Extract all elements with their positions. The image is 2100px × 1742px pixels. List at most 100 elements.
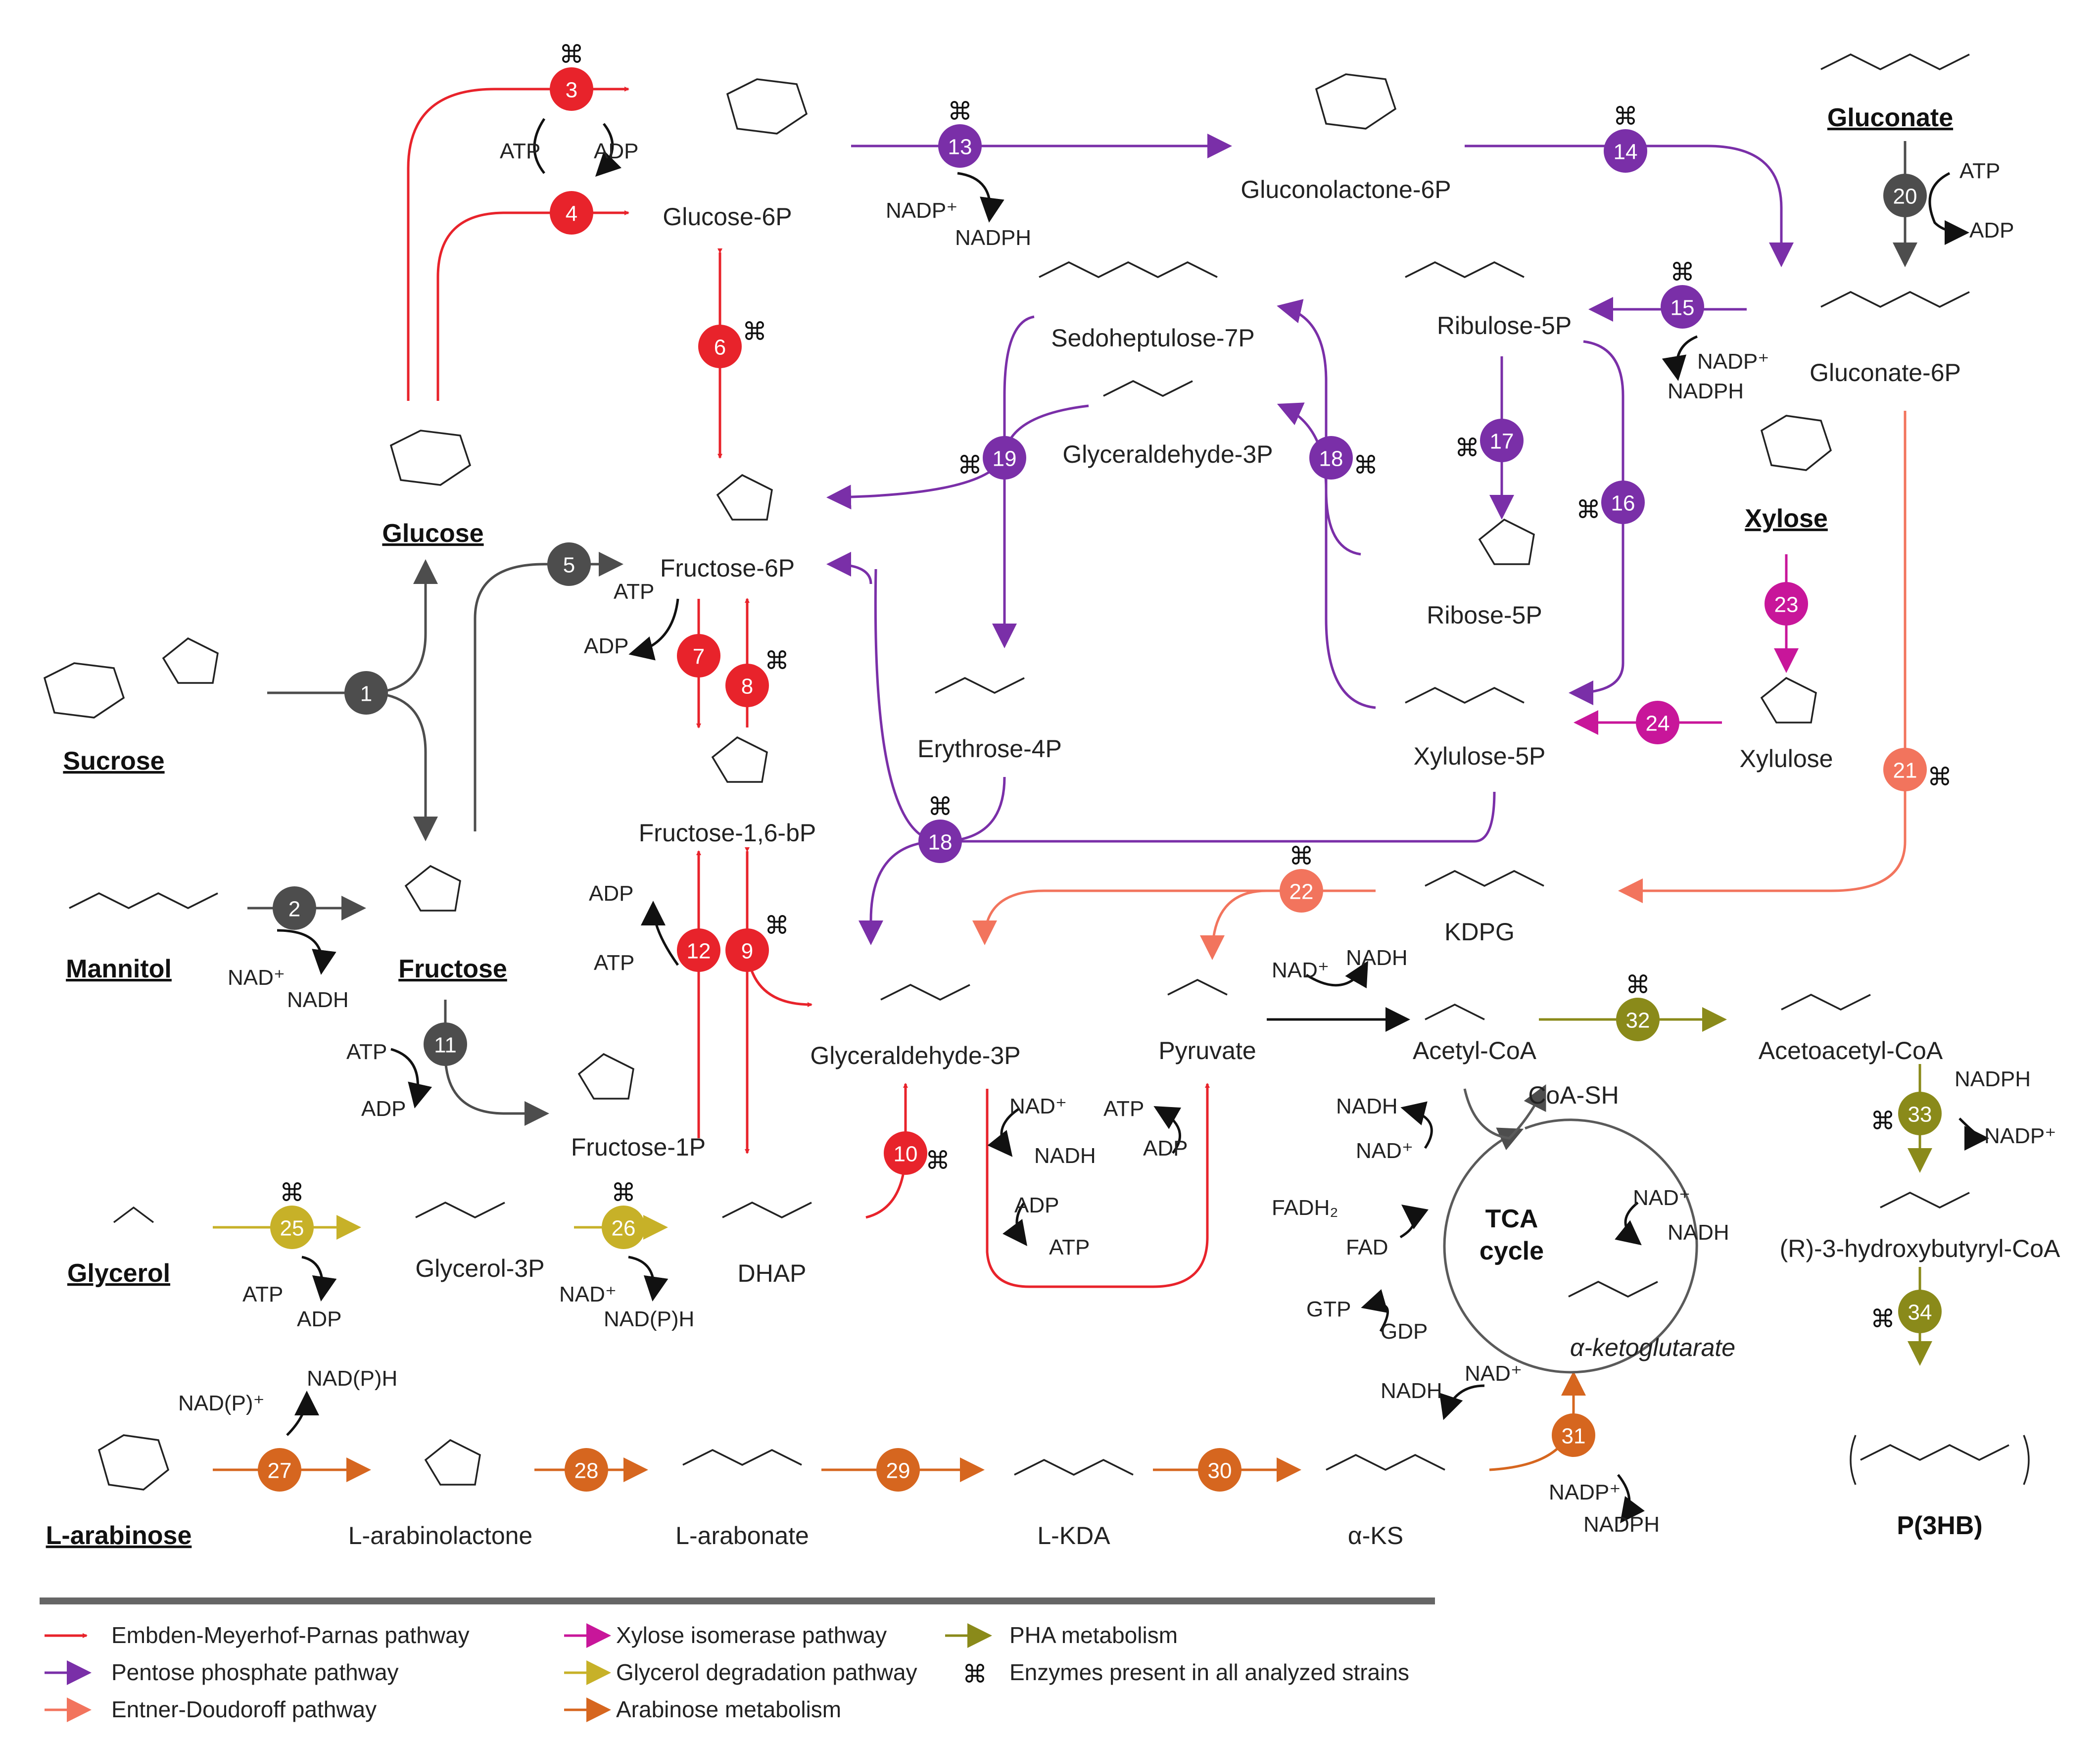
curl-tca-nad2 [1615, 1202, 1642, 1246]
pyruvate-chain [1167, 979, 1228, 996]
enzyme-number-16: 16 [1611, 491, 1635, 516]
cofactor-atp-3: ATP [500, 139, 540, 163]
enzyme-circle-33 [1898, 1092, 1942, 1135]
conserved-enzyme-symbol: ⌘ [742, 318, 767, 345]
enzyme-circle-7 [677, 634, 720, 677]
legend-label-ed: Entner-Doudoroff pathway [111, 1696, 377, 1722]
legend-item-ppp: Pentose phosphate pathway [45, 1659, 399, 1685]
enzyme-circle-19 [983, 436, 1026, 480]
enzyme-22: 22 ⌘ [1280, 842, 1323, 913]
metabolite-alpha-ks: α-KS [1348, 1522, 1403, 1549]
enzyme-number-2: 2 [288, 897, 300, 921]
p3hb-chain [1860, 1444, 2009, 1461]
legend-label-xylose: Xylose isomerase pathway [616, 1622, 887, 1648]
curl-15 [1662, 335, 1698, 381]
cofactor-nadp-33: NADP⁺ [1984, 1124, 2056, 1148]
s7p-chain [1039, 261, 1218, 278]
enzyme-25: 25⌘ [270, 1179, 314, 1249]
curl-atp-adp [533, 118, 613, 173]
lkda-chain [1014, 1459, 1134, 1476]
enzyme-19: 19⌘ [957, 436, 1026, 480]
cofactor-nadph-26: NAD(P)H [604, 1307, 694, 1331]
curl-tca-gtp [1361, 1289, 1389, 1332]
enzyme-number-33: 33 [1908, 1103, 1932, 1127]
cofactor-atp-11: ATP [346, 1040, 387, 1064]
enzyme-circle-13 [938, 124, 982, 168]
enzyme-23: 23 [1765, 582, 1808, 626]
enzyme-5: 5 [547, 542, 591, 586]
conserved-enzyme-symbol: ⌘ [1353, 451, 1378, 479]
cofactor-nad-gap: NAD⁺ [1009, 1094, 1067, 1118]
arrow-to-fructose [366, 691, 438, 841]
enzyme-circle-18 [918, 820, 962, 863]
cofactor-nadph-15: NADPH [1668, 379, 1744, 403]
cofactor-adp-20: ADP [1969, 218, 2014, 242]
conserved-enzyme-symbol: ⌘ [280, 1179, 304, 1207]
enzyme-circle-10 [884, 1131, 927, 1175]
curl-nad-pyr [1305, 961, 1368, 989]
legend: Embden-Meyerhof-Parnas pathway Pentose p… [40, 1597, 1435, 1722]
cofactor-fadh2: FADH₂ [1272, 1196, 1338, 1220]
enzyme-number-11: 11 [434, 1033, 457, 1058]
cofactor-nadp-13: NADP⁺ [886, 198, 957, 223]
legend-label-arabinose: Arabinose metabolism [616, 1696, 841, 1722]
legend-item-glycerol: Glycerol degradation pathway [564, 1659, 917, 1685]
pathway-arrows [213, 87, 1989, 1524]
x5p-chain [1405, 687, 1525, 704]
metabolite-xylulose-5p: Xylulose-5P [1414, 742, 1546, 770]
conserved-enzyme-symbol: ⌘ [559, 41, 584, 68]
conserved-enzyme-symbol: ⌘ [1625, 971, 1650, 999]
sucrose-ring-a [43, 662, 125, 719]
enzyme-circle-6 [698, 325, 742, 368]
enzyme-number-24: 24 [1646, 712, 1670, 736]
enzyme-number-23: 23 [1774, 593, 1799, 617]
enzyme-number-12: 12 [687, 939, 711, 964]
arrow-18-bottom [874, 569, 1496, 843]
cofactor-atp-pyr: ATP [1103, 1097, 1144, 1121]
p3hb-bracket-left [1850, 1435, 1857, 1485]
dhap-chain [722, 1202, 812, 1218]
aks-chain [1326, 1454, 1445, 1471]
enzyme-34: 34⌘ [1870, 1290, 1942, 1333]
enzyme-circle-30 [1198, 1448, 1241, 1492]
enzyme-circle-32 [1616, 998, 1660, 1041]
enzyme-8: 8⌘ [725, 647, 789, 707]
arrow-gap-pyr [986, 1083, 1210, 1288]
polymer-p3hb: P(3HB) [1897, 1511, 1982, 1540]
conserved-enzyme-symbol: ⌘ [1289, 842, 1314, 870]
conserved-enzyme-symbol: ⌘ [925, 1147, 950, 1174]
enzyme-10: 10⌘ [884, 1131, 950, 1175]
enzyme-circle-4 [550, 191, 593, 235]
enzyme-26: 26⌘ [602, 1179, 645, 1249]
legend-item-emp: Embden-Meyerhof-Parnas pathway [45, 1622, 470, 1648]
metabolite-labels: Sucrose Glucose Mannitol Fructose Glucon… [46, 103, 2060, 1550]
enzyme-circle-11 [424, 1022, 467, 1066]
enzyme-31: 31 [1552, 1413, 1595, 1457]
ru5p-chain [1405, 261, 1525, 278]
enzyme-number-22: 22 [1289, 880, 1314, 904]
conserved-enzyme-symbol: ⌘ [948, 97, 972, 125]
cofactor-adp-12: ADP [589, 881, 633, 906]
cofactor-atp-7: ATP [614, 580, 654, 604]
enzyme-1: 1 [344, 671, 388, 715]
cofactor-nadh-gap: NADH [1034, 1144, 1096, 1168]
cofactor-adp-3: ADP [594, 139, 638, 163]
curl-atp-pyr [1153, 1106, 1182, 1154]
enzyme-circle-12 [677, 928, 720, 972]
enzyme-markers: 123⌘456⌘78⌘9⌘10⌘111213⌘14⌘15⌘16⌘17⌘18⌘19… [258, 41, 1952, 1492]
enzyme-circle-34 [1898, 1290, 1942, 1333]
cofactor-nad-tca2: NAD⁺ [1633, 1186, 1690, 1210]
metabolite-l-arabonate: L-arabonate [675, 1522, 809, 1549]
cofactor-adp-11: ADP [361, 1097, 406, 1121]
enzyme-9: 9⌘ [725, 912, 789, 972]
enzyme-18: 18⌘ [1309, 436, 1378, 480]
substrate-xylose: Xylose [1745, 504, 1828, 533]
arabinose-ring-structure [97, 1434, 170, 1491]
curl-12 [641, 901, 679, 966]
gap-chain [880, 984, 970, 1001]
cofactor-adp-25: ADP [297, 1307, 341, 1331]
metabolite-acetoacetyl-coa: Acetoacetyl-CoA [1759, 1037, 1943, 1065]
metabolite-sedoheptulose-7p: Sedoheptulose-7P [1051, 324, 1254, 352]
cofactor-nad-tca3: NAD⁺ [1465, 1361, 1522, 1386]
enzyme-6: 6⌘ [698, 318, 767, 368]
